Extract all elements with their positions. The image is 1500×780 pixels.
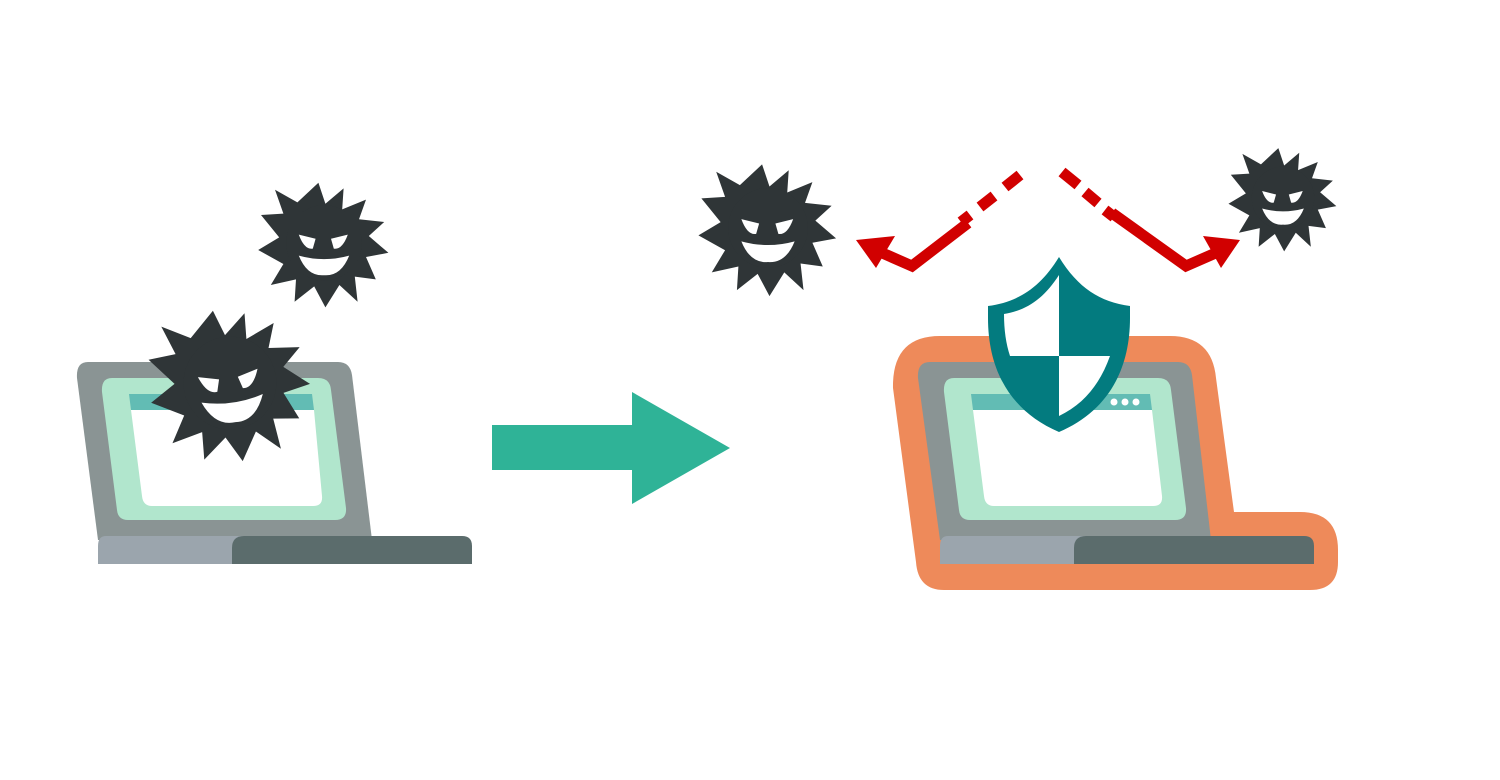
laptop-base-left (98, 536, 250, 564)
deflect-arrow-head (856, 236, 895, 268)
virus-icon (1228, 148, 1337, 252)
virus-icon (258, 182, 389, 308)
window-dot (1110, 398, 1118, 406)
window-dot (1132, 398, 1140, 406)
laptop-base-right (1074, 536, 1314, 564)
laptop-base-left (940, 536, 1090, 564)
deflect-arrow-icon (1058, 167, 1221, 273)
laptop-screen (973, 410, 1163, 506)
protected-laptop (892, 336, 1338, 590)
laptop-base-right (232, 536, 472, 564)
virus-icon (698, 164, 837, 297)
shield-icon (988, 257, 1130, 432)
window-dot (1121, 398, 1129, 406)
arrow-right-icon (492, 392, 730, 504)
deflect-arrow-icon (877, 170, 1024, 273)
deflect-arrow-head (1203, 236, 1240, 268)
